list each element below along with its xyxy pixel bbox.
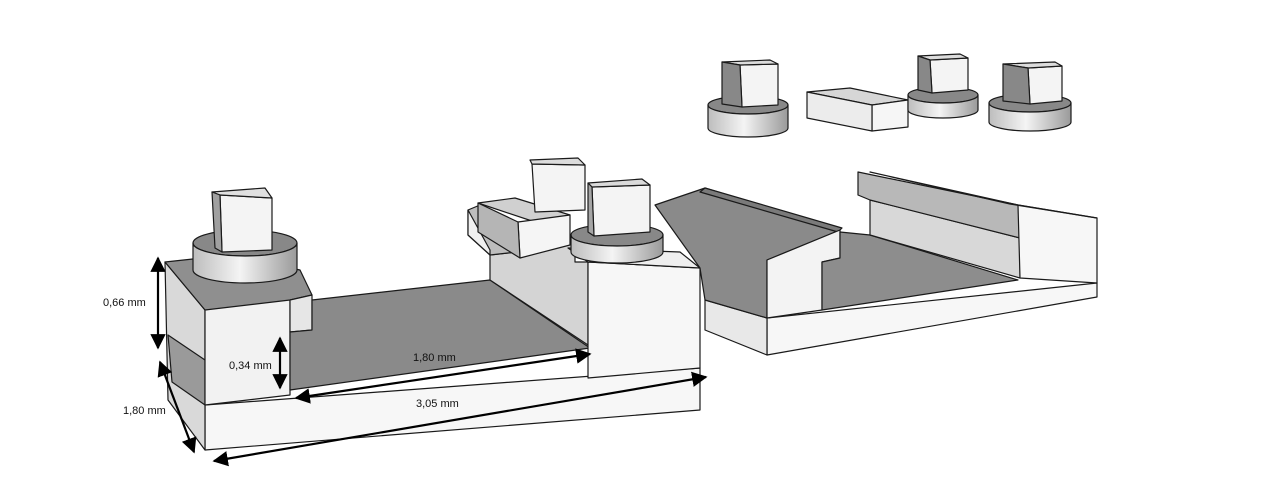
dim-label-inner-length: 1,80 mm bbox=[413, 352, 456, 364]
center-cube-front-side bbox=[587, 182, 595, 237]
bar-side bbox=[477, 202, 521, 259]
left-peg-cube-front bbox=[219, 194, 273, 253]
center-pegs bbox=[529, 157, 664, 264]
center-cube-back-top bbox=[529, 157, 586, 166]
center-cube-front-top bbox=[587, 178, 651, 188]
right-block-front-face bbox=[587, 261, 701, 379]
loose-peg-2 bbox=[907, 53, 979, 119]
left-rail-step-face bbox=[289, 294, 313, 333]
dim-label-depth: 1,80 mm bbox=[123, 405, 166, 417]
center-cube-back bbox=[531, 163, 586, 213]
loose-peg-1 bbox=[707, 59, 789, 138]
dimension-annotations: 0,66 mm 0,34 mm 1,80 mm 1,80 mm 3,05 mm bbox=[103, 256, 708, 467]
right-wall-cap bbox=[869, 171, 1098, 219]
dim-arrow-total-length bbox=[212, 371, 708, 467]
dim-label-total-length: 3,05 mm bbox=[416, 398, 459, 410]
left-peg bbox=[192, 187, 298, 284]
loose-bar bbox=[806, 87, 909, 132]
center-cube-front bbox=[591, 184, 651, 237]
dim-label-height-total: 0,66 mm bbox=[103, 297, 146, 309]
dim-label-height-step: 0,34 mm bbox=[229, 360, 272, 372]
loose-peg-3 bbox=[988, 61, 1072, 132]
left-peg-cube-side bbox=[211, 191, 223, 253]
right-base-part bbox=[654, 171, 1098, 356]
small-bar-piece bbox=[477, 197, 571, 259]
dim-arrow-depth bbox=[157, 360, 197, 454]
